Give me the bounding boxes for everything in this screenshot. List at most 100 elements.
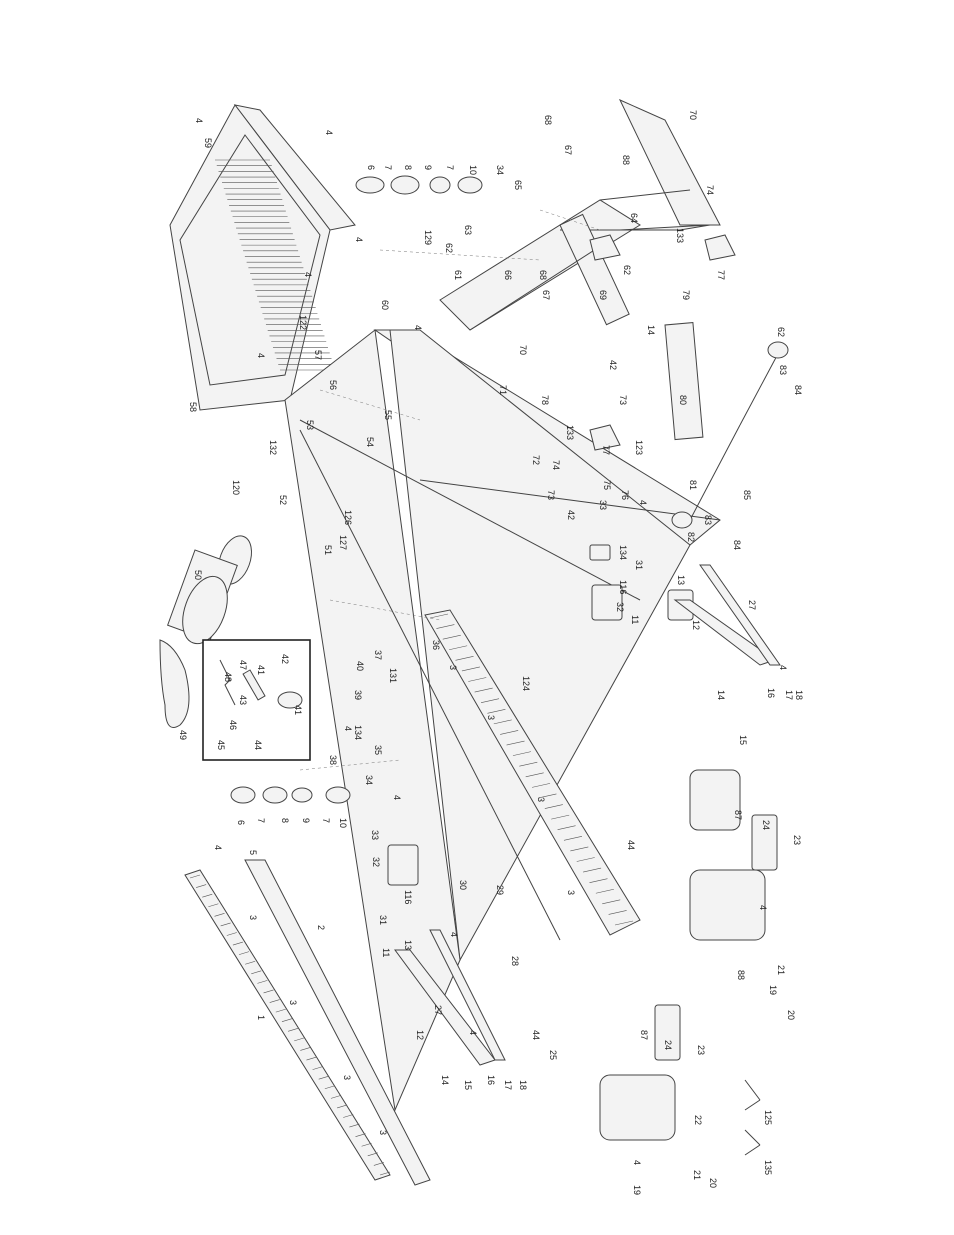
part-number-label: 44	[626, 840, 636, 850]
part-number-label: 13	[676, 575, 686, 585]
part-number-label: 42	[608, 360, 618, 370]
part-number-label: 32	[371, 857, 381, 867]
part-number-label: 4	[468, 1030, 478, 1035]
part-number-label: 73	[546, 490, 556, 500]
part-number-label: 125	[763, 1110, 773, 1125]
part-number-label: 14	[716, 690, 726, 700]
part-number-label: 61	[453, 270, 463, 280]
part-number-label: 8	[403, 165, 413, 170]
part-number-label: 78	[540, 395, 550, 405]
part-number-label: 29	[495, 885, 505, 895]
part-number-label: 72	[531, 455, 541, 465]
part-number-label: 59	[203, 138, 213, 148]
part-number-label: 7	[445, 165, 455, 170]
part-number-label: 124	[521, 676, 531, 691]
part-number-label: 5	[248, 850, 258, 855]
construction-lines	[299, 209, 601, 771]
incline-motor	[664, 322, 789, 529]
part-number-label: 21	[692, 1170, 702, 1180]
part-number-label: 120	[231, 480, 241, 495]
part-number-label: 44	[531, 1030, 541, 1040]
part-number-label: 70	[688, 110, 698, 120]
part-number-label: 11	[630, 615, 640, 624]
part-number-label: 84	[732, 540, 742, 550]
part-number-label: 75	[602, 480, 612, 490]
part-number-label: 11	[381, 948, 391, 957]
part-number-label: 77	[716, 270, 726, 280]
part-number-label: 88	[736, 970, 746, 980]
deck-rail-right	[424, 609, 641, 936]
part-number-label: 14	[646, 325, 656, 335]
part-number-label: 69	[598, 290, 608, 300]
part-number-label: 3	[378, 1130, 388, 1135]
part-number-label: 129	[423, 230, 433, 245]
part-number-label: 116	[403, 890, 413, 904]
part-number-label: 7	[256, 818, 266, 823]
part-number-label: 19	[632, 1185, 642, 1195]
part-number-label: 27	[747, 600, 757, 610]
leg-tubes	[394, 564, 781, 1066]
part-number-label: 52	[278, 495, 288, 505]
inset-idler-box	[202, 639, 311, 761]
part-number-label: 82	[686, 532, 696, 542]
part-number-label: 126	[343, 510, 353, 525]
part-number-label: 50	[193, 570, 203, 580]
part-number-label: 35	[373, 745, 383, 755]
part-number-label: 3	[536, 797, 546, 802]
part-number-label: 65	[513, 180, 523, 190]
part-number-label: 76	[620, 490, 630, 500]
part-number-label: 66	[503, 270, 513, 280]
part-number-label: 37	[373, 650, 383, 660]
part-number-label: 15	[463, 1080, 473, 1090]
rear-roller-parts	[230, 786, 351, 804]
part-number-label: 51	[323, 545, 333, 555]
part-number-label: 132	[268, 440, 278, 455]
part-number-label: 62	[776, 327, 786, 337]
part-number-label: 6	[236, 820, 246, 825]
part-number-label: 20	[708, 1178, 718, 1188]
part-number-label: 7	[321, 818, 331, 823]
part-number-label: 33	[370, 830, 380, 840]
part-number-label: 38	[328, 755, 338, 765]
part-number-label: 3	[342, 1075, 352, 1080]
pins-125-135	[744, 1079, 761, 1156]
drive-belt	[159, 639, 190, 728]
part-number-label: 25	[548, 1050, 558, 1060]
part-number-label: 19	[768, 985, 778, 995]
part-number-label: 4	[638, 500, 648, 505]
drive-motor	[166, 535, 252, 645]
part-number-label: 67	[563, 145, 573, 155]
part-number-label: 70	[518, 345, 528, 355]
part-number-label: 7	[383, 165, 393, 170]
part-number-label: 22	[693, 1115, 703, 1125]
part-number-label: 53	[305, 420, 315, 430]
part-number-label: 3	[566, 890, 576, 895]
part-number-label: 4	[256, 353, 266, 358]
part-number-label: 87	[639, 1030, 649, 1040]
part-number-label: 3	[486, 715, 496, 720]
part-number-label: 58	[188, 402, 198, 412]
part-number-label: 31	[634, 560, 644, 570]
part-number-label: 18	[518, 1080, 528, 1090]
part-number-label: 28	[510, 956, 520, 966]
part-number-label: 23	[792, 835, 802, 845]
front-roller-parts	[355, 175, 483, 195]
part-number-label: 4	[343, 726, 353, 731]
part-number-label: 79	[681, 290, 691, 300]
part-number-label: 67	[541, 290, 551, 300]
part-number-label: 15	[738, 735, 748, 745]
foot-caps	[599, 769, 778, 1141]
part-number-label: 46	[228, 720, 238, 730]
part-number-label: 27	[433, 1005, 443, 1015]
part-number-label: 48	[223, 672, 233, 682]
part-number-label: 4	[413, 325, 423, 330]
part-number-label: 40	[355, 661, 365, 671]
part-number-label: 21	[776, 965, 786, 975]
part-number-label: 87	[733, 810, 743, 820]
misc-brackets	[387, 234, 736, 886]
part-number-label: 49	[178, 730, 188, 740]
part-number-label: 55	[383, 410, 393, 420]
part-number-label: 135	[763, 1160, 773, 1175]
part-number-label: 47	[238, 660, 248, 670]
